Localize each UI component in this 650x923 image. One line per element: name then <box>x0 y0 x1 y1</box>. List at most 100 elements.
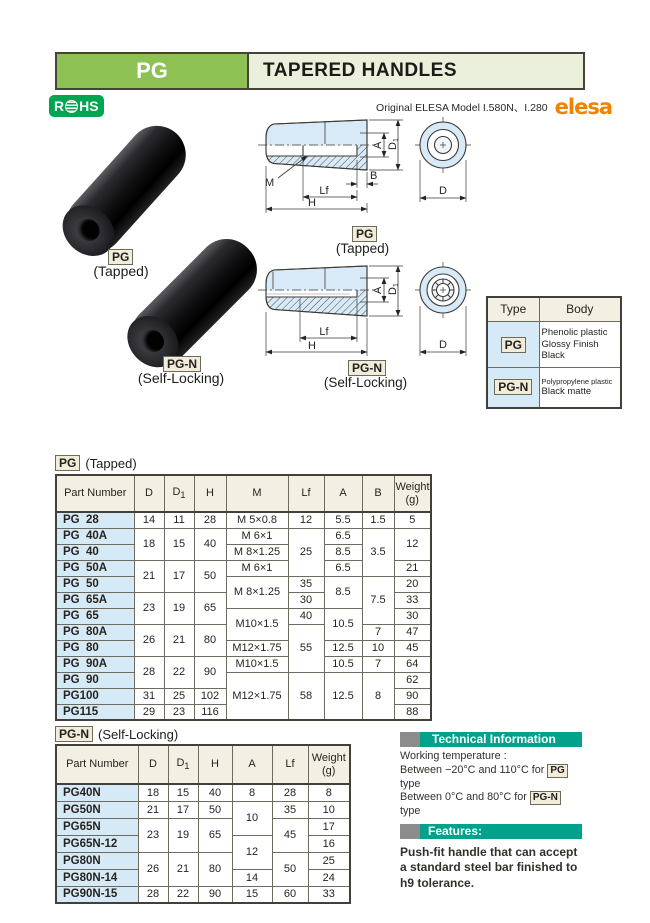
column-header: D <box>133 474 165 513</box>
value-cell: M10×1.5 <box>225 655 289 673</box>
value-cell: 21 <box>163 623 195 657</box>
part-number-cell: PG65N <box>55 817 139 836</box>
value-cell: 102 <box>193 687 227 705</box>
column-header: H <box>197 744 233 785</box>
value-cell: 90 <box>197 885 233 904</box>
body-cell: Phenolic plastic Glossy Finish Black <box>538 321 622 368</box>
drawing-pgn-end-view <box>415 262 471 356</box>
value-cell: 33 <box>393 591 432 609</box>
value-cell: 80 <box>197 851 233 887</box>
rohs-text-hs: HS <box>79 98 99 114</box>
part-number-cell: PG80N <box>55 851 139 870</box>
value-cell: 64 <box>393 655 432 673</box>
value-cell: 40 <box>197 783 233 802</box>
value-cell: 6.5 <box>323 527 363 545</box>
value-cell: 21 <box>167 851 199 887</box>
value-cell: 25 <box>307 851 351 870</box>
value-cell: 26 <box>137 851 169 887</box>
value-cell: 7 <box>361 655 395 673</box>
value-cell: 19 <box>167 817 199 853</box>
value-cell: 20 <box>393 575 432 593</box>
value-cell: 6.5 <box>323 559 363 577</box>
value-cell: 10.5 <box>323 655 363 673</box>
column-header: Weight (g) <box>307 744 351 785</box>
value-cell: M 8×1.25 <box>225 575 289 609</box>
value-cell: 28 <box>193 511 227 529</box>
product-photo-pg <box>52 113 198 267</box>
value-cell: 62 <box>393 671 432 689</box>
dim-label-lf: Lf <box>319 185 329 197</box>
dim-label-d1: D1 <box>387 283 400 295</box>
value-cell: 26 <box>133 623 165 657</box>
part-number-cell: PG 40A <box>55 527 135 545</box>
part-number-cell: PG115 <box>55 703 135 721</box>
value-cell: 21 <box>137 800 169 819</box>
column-header: D1 <box>167 744 199 785</box>
value-cell: 12.5 <box>323 639 363 657</box>
value-cell: 25 <box>163 687 195 705</box>
value-cell: 12 <box>393 527 432 561</box>
table-row: PG Phenolic plastic Glossy Finish Black <box>486 321 622 368</box>
value-cell: 90 <box>193 655 227 689</box>
value-cell: 12.5 <box>323 671 363 721</box>
column-header: A <box>231 744 273 785</box>
working-temperature-label: Working temperature : <box>400 750 507 762</box>
value-cell: 18 <box>137 783 169 802</box>
value-cell: 5.5 <box>323 511 363 529</box>
dim-label-m: M <box>265 177 274 189</box>
value-cell: 22 <box>167 885 199 904</box>
value-cell: 65 <box>193 591 227 625</box>
value-cell: 33 <box>307 885 351 904</box>
value-cell: 8.5 <box>323 543 363 561</box>
technical-info-header: Technical Information <box>400 732 582 747</box>
original-model-text: Original ELESA Model I.580N、I.280 <box>376 101 548 114</box>
photo-caption-pg: (Tapped) <box>93 263 149 279</box>
value-cell: 47 <box>393 623 432 641</box>
elesa-logo: elesa <box>554 95 613 119</box>
part-number-cell: PG 80A <box>55 623 135 641</box>
part-number-cell: PG 90A <box>55 655 135 673</box>
part-number-cell: PG50N <box>55 800 139 819</box>
value-cell: M 6×1 <box>225 559 289 577</box>
page-title: TAPERED HANDLES <box>249 54 583 88</box>
column-header: M <box>225 474 289 513</box>
value-cell: 18 <box>133 527 165 561</box>
section-badge-pgn: PG-N <box>55 726 93 742</box>
drawing-badge-pgn: PG-N <box>348 360 386 376</box>
dim-label-d1: D1 <box>387 138 400 150</box>
part-number-cell: PG40N <box>55 783 139 802</box>
product-photo-pgn <box>116 227 269 378</box>
dim-label-h: H <box>308 340 316 352</box>
value-cell: 8 <box>307 783 351 802</box>
technical-info-panel: Technical Information Working temperatur… <box>400 732 582 892</box>
value-cell: 31 <box>133 687 165 705</box>
value-cell: 21 <box>133 559 165 593</box>
value-cell: 50 <box>271 851 309 887</box>
value-cell: 30 <box>287 591 325 609</box>
series-code: PG <box>57 54 249 88</box>
dim-label-a: A <box>372 141 384 149</box>
value-cell: 35 <box>271 800 309 819</box>
rohs-logo: R HS <box>49 95 104 117</box>
value-cell: 65 <box>197 817 233 853</box>
section-label-pgn: PG-N (Self-Locking) <box>55 726 178 742</box>
technical-drawings: M B Lf H A D1 D <box>258 117 471 356</box>
value-cell: 40 <box>287 607 325 625</box>
value-cell: 15 <box>231 885 273 904</box>
column-header: H <box>193 474 227 513</box>
value-cell: 80 <box>193 623 227 657</box>
value-cell: 10 <box>231 800 273 836</box>
value-cell: 11 <box>163 511 195 529</box>
column-header: D1 <box>163 474 195 513</box>
value-cell: 14 <box>231 868 273 887</box>
